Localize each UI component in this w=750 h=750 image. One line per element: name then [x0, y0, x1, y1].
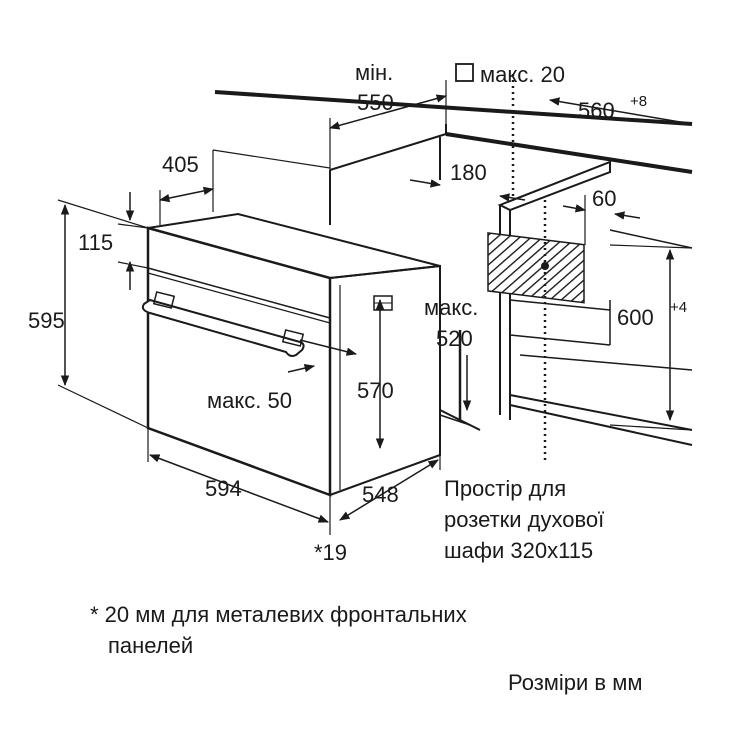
cabinet-niche: [329, 137, 693, 446]
dimension-labels: мін. 550 макс. 20 560 +8 405 180 60 115 …: [28, 60, 687, 565]
label-595: 595: [28, 308, 65, 333]
footnote-line-2: панелей: [108, 633, 193, 658]
dimension-lines: [57, 80, 693, 535]
label-550: 550: [357, 90, 394, 115]
label-405: 405: [162, 152, 199, 177]
label-180: 180: [450, 160, 487, 185]
label-115: 115: [78, 230, 113, 255]
socket-note: Простір для розетки духової шафи 320x115: [444, 476, 604, 563]
square-symbol-icon: [455, 63, 474, 82]
countertop: [214, 90, 693, 174]
label-594: 594: [205, 476, 242, 501]
label-min: мін.: [355, 60, 393, 85]
label-max20: макс. 20: [480, 62, 565, 87]
label-max50: макс. 50: [207, 388, 292, 413]
label-19: *19: [314, 540, 347, 565]
label-560-sup: +8: [630, 93, 647, 110]
label-60: 60: [592, 186, 616, 211]
footnote: * 20 мм для металевих фронтальних панеле…: [90, 602, 467, 658]
units-note: Розміри в мм: [508, 670, 642, 695]
label-max520-line1: макс.: [424, 295, 478, 320]
label-600-sup: +4: [670, 299, 687, 316]
socket-space: [487, 232, 585, 304]
label-560: 560: [578, 98, 615, 123]
label-max520-line2: 520: [436, 326, 473, 351]
socket-note-line-2: розетки духової: [444, 507, 604, 532]
oven-body: [141, 212, 441, 497]
label-600: 600: [617, 305, 654, 330]
label-548: 548: [362, 482, 399, 507]
label-570: 570: [357, 378, 394, 403]
socket-note-line-1: Простір для: [444, 476, 566, 501]
footnote-line-1: * 20 мм для металевих фронтальних: [90, 602, 467, 627]
socket-note-line-3: шафи 320x115: [444, 538, 593, 563]
